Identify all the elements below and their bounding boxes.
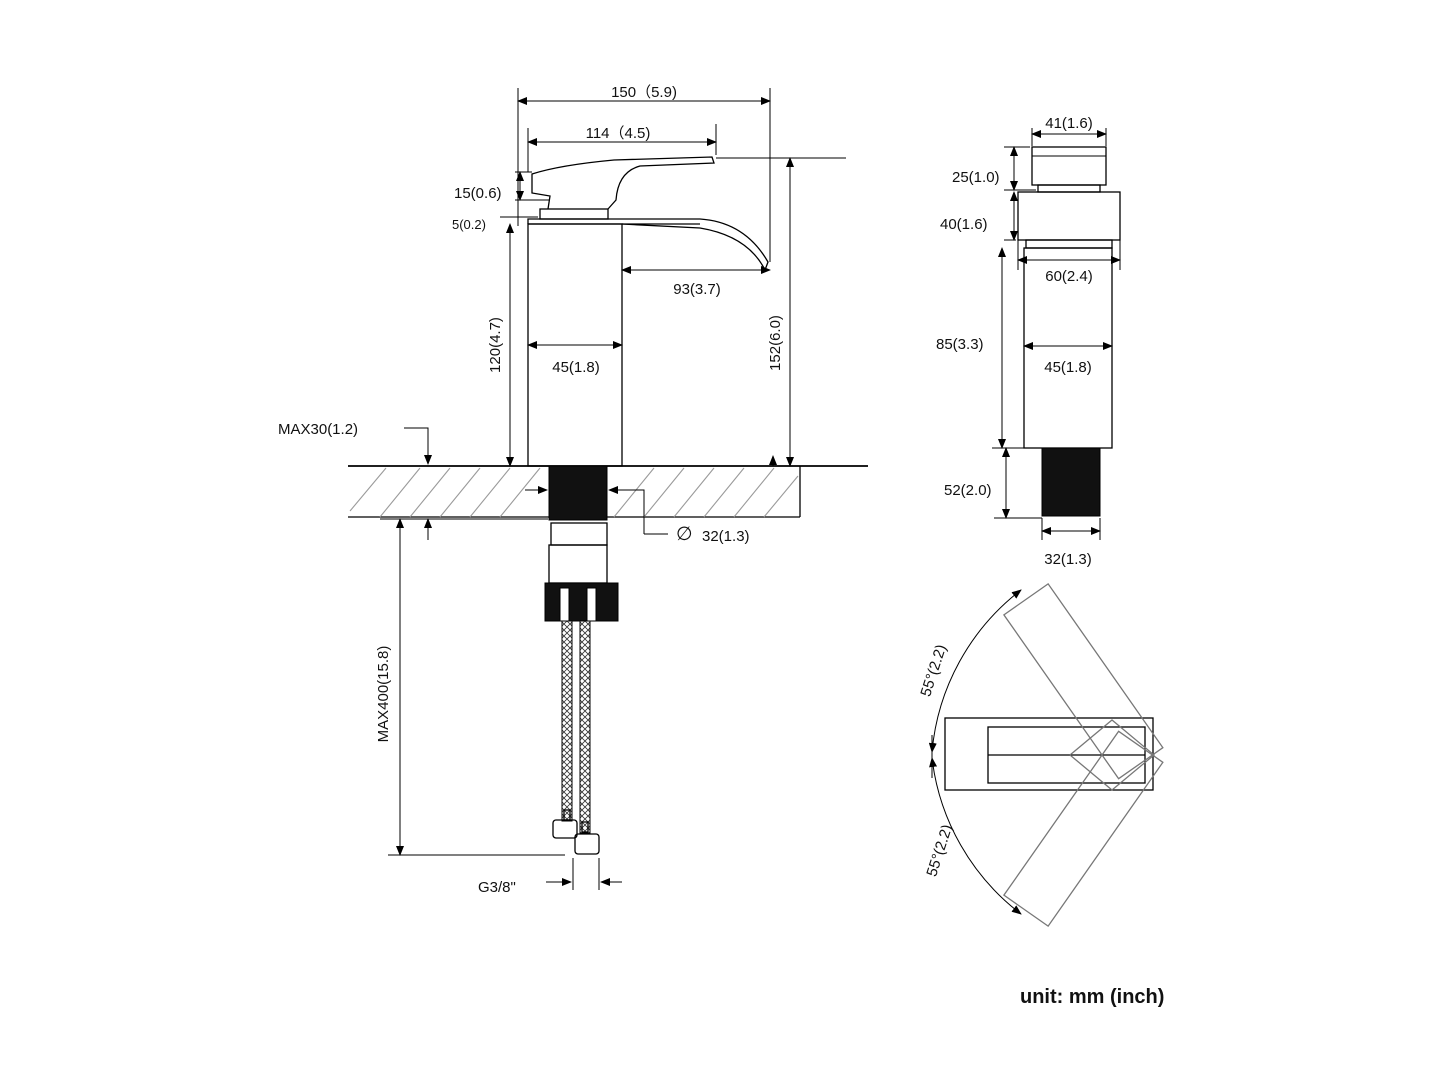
dim-side-handle-height: 25(1.0) [952, 169, 1000, 186]
front-view: 150（5.9) 114（4.5) 15(0.6) 5(0.2) 93(3.7)… [278, 84, 868, 896]
dim-body-height: 120(4.7) [487, 317, 504, 373]
dim-max-deck: MAX30(1.2) [278, 421, 358, 438]
dim-body-width: 45(1.8) [552, 359, 600, 376]
dim-hose-length: MAX400(15.8) [375, 646, 392, 743]
dim-spout-reach: 93(3.7) [673, 281, 721, 298]
dim-side-shank-height: 52(2.0) [944, 482, 992, 499]
countertop [348, 465, 868, 518]
angle-upper: 55°(2.2) [917, 643, 950, 699]
dim-total-height: 152(6.0) [767, 315, 784, 371]
top-view: 55°(2.2) 55°(2.2) [917, 582, 1164, 928]
countertop-hatch [349, 467, 799, 518]
dim-side-body-width: 45(1.8) [1044, 359, 1092, 376]
angle-lower: 55°(2.2) [923, 823, 956, 879]
dim-side-body-height: 85(3.3) [936, 336, 984, 353]
side-view: 41(1.6) 25(1.0) 40(1.6) 60(2.4) 85(3.3) … [936, 115, 1121, 568]
dim-side-shank-width: 32(1.3) [1044, 551, 1092, 568]
unit-note: unit: mm (inch) [1020, 986, 1164, 1008]
faucet-handle [531, 156, 715, 220]
dim-handle-height: 15(0.6) [454, 185, 502, 202]
supply-hoses [552, 620, 600, 855]
dim-side-cap-width: 60(2.4) [1045, 268, 1093, 285]
rotated-handle-down [1002, 582, 1164, 780]
side-cap [1017, 191, 1121, 241]
dim-hole-diameter: 32(1.3) [702, 528, 750, 545]
side-handle [1031, 146, 1107, 186]
faucet-body [527, 218, 769, 467]
dim-overall-length: 150（5.9) [611, 84, 677, 101]
dim-hole-diameter-symbol: ∅ [676, 524, 693, 545]
rotated-handle-up [1002, 730, 1164, 928]
dim-base-plate: 5(0.2) [452, 217, 486, 232]
dim-handle-length: 114（4.5) [586, 125, 651, 142]
shank [548, 465, 608, 521]
mounting-nut [544, 522, 619, 622]
dim-connector: G3/8" [478, 879, 516, 896]
side-shank [1041, 447, 1101, 517]
dim-side-cap-height: 40(1.6) [940, 216, 988, 233]
dim-side-handle-width: 41(1.6) [1045, 115, 1093, 132]
